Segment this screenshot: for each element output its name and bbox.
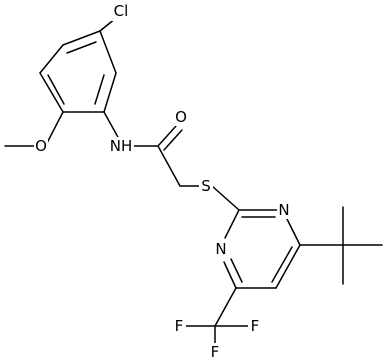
bond-ring-c6-c1 bbox=[39, 44, 64, 74]
bond-n1-c2 bbox=[224, 209, 240, 239]
bond-c5-o-methoxy bbox=[46, 111, 64, 144]
bond-ring-inner-2 bbox=[94, 74, 105, 105]
bond-ring-c5-c6 bbox=[39, 72, 64, 113]
bond-ring-c1-c2 bbox=[62, 30, 101, 46]
bond-carbonyl-c-o-2 bbox=[163, 129, 183, 151]
bond-ring-c3-c4 bbox=[103, 72, 117, 113]
bond-c4-n bbox=[103, 111, 120, 140]
atom-label-fluorine-left: F bbox=[175, 317, 184, 335]
atom-label-pyrimidine-n3: N bbox=[278, 201, 289, 219]
bond-ring-c2-c3 bbox=[99, 30, 117, 74]
bond-c6-n1-inner bbox=[230, 258, 243, 283]
bonds bbox=[4, 17, 383, 347]
atom-label-carbonyl-oxygen: O bbox=[175, 108, 187, 126]
bond-carbonyl-c-ch2 bbox=[157, 145, 181, 187]
atom-label-sulfur: S bbox=[201, 177, 211, 195]
bond-carbonyl-c-o-1 bbox=[157, 125, 177, 147]
atom-label-pyrimidine-n1: N bbox=[215, 240, 226, 258]
bond-c4-c5 bbox=[275, 244, 301, 289]
atom-label-chlorine: Cl bbox=[114, 2, 129, 20]
bond-n3-c4 bbox=[286, 218, 301, 246]
atom-label-fluorine-right: F bbox=[251, 317, 260, 335]
bond-c6-cf3 bbox=[214, 287, 237, 327]
bond-c6-n1 bbox=[223, 261, 237, 289]
atom-label-fluorine-bottom: F bbox=[211, 343, 220, 361]
atom-label-amide-nitrogen: NH bbox=[110, 137, 133, 155]
bond-c4-c5-inner bbox=[271, 246, 293, 283]
bond-s-c2 bbox=[211, 185, 240, 211]
atom-label-methoxy-oxygen: O bbox=[35, 137, 47, 155]
bond-ring-inner-3 bbox=[47, 74, 65, 105]
bond-ring-inner-1 bbox=[66, 41, 97, 54]
atom-labels: Cl O NH O S N N F F F bbox=[34, 2, 291, 361]
